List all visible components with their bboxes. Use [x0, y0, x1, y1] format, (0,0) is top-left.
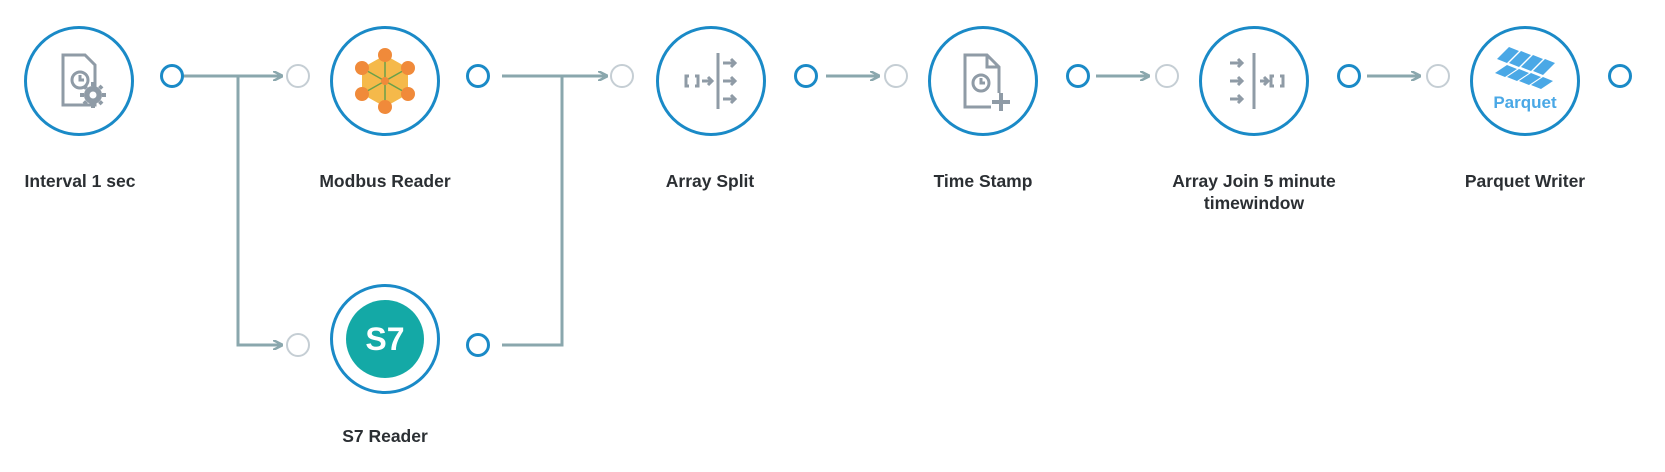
output-port[interactable]	[794, 64, 818, 88]
input-port[interactable]	[1426, 64, 1450, 88]
modbus-network-icon	[355, 48, 415, 114]
node-label: Interval 1 sec	[24, 171, 136, 191]
connector-interval-s7	[236, 76, 281, 345]
connector-s7-split	[502, 76, 564, 347]
node-array-join[interactable]	[1199, 26, 1309, 136]
parquet-logo-icon: Parquet	[1493, 47, 1557, 112]
node-label: S7 Reader	[342, 426, 428, 446]
node-parquet-writer[interactable]: Parquet	[1470, 26, 1580, 136]
output-port[interactable]	[466, 64, 490, 88]
array-join-icon	[1230, 53, 1285, 109]
output-port[interactable]	[1608, 64, 1632, 88]
node-interval[interactable]	[24, 26, 134, 136]
node-label: Time Stamp	[933, 171, 1033, 191]
output-port[interactable]	[1337, 64, 1361, 88]
node-s7-reader[interactable]: S7	[330, 284, 440, 394]
node-label: Parquet Writer	[1464, 171, 1586, 191]
s7-badge-icon: S7	[346, 300, 424, 378]
array-split-icon	[684, 53, 738, 109]
clock-gear-icon	[61, 53, 106, 108]
node-label: Array Split	[665, 171, 755, 191]
output-port[interactable]	[1066, 64, 1090, 88]
input-port[interactable]	[286, 333, 310, 357]
node-label: Modbus Reader	[319, 171, 451, 191]
input-port[interactable]	[1155, 64, 1179, 88]
input-port[interactable]	[610, 64, 634, 88]
node-time-stamp[interactable]	[928, 26, 1038, 136]
svg-text:Parquet: Parquet	[1493, 93, 1557, 112]
svg-text:S7: S7	[365, 321, 404, 357]
output-port[interactable]	[466, 333, 490, 357]
input-port[interactable]	[884, 64, 908, 88]
timestamp-add-icon	[963, 53, 1010, 111]
node-array-split[interactable]	[656, 26, 766, 136]
input-port[interactable]	[286, 64, 310, 88]
node-label: Array Join 5 minute timewindow	[1172, 171, 1336, 213]
output-port[interactable]	[160, 64, 184, 88]
node-modbus-reader[interactable]	[330, 26, 440, 136]
